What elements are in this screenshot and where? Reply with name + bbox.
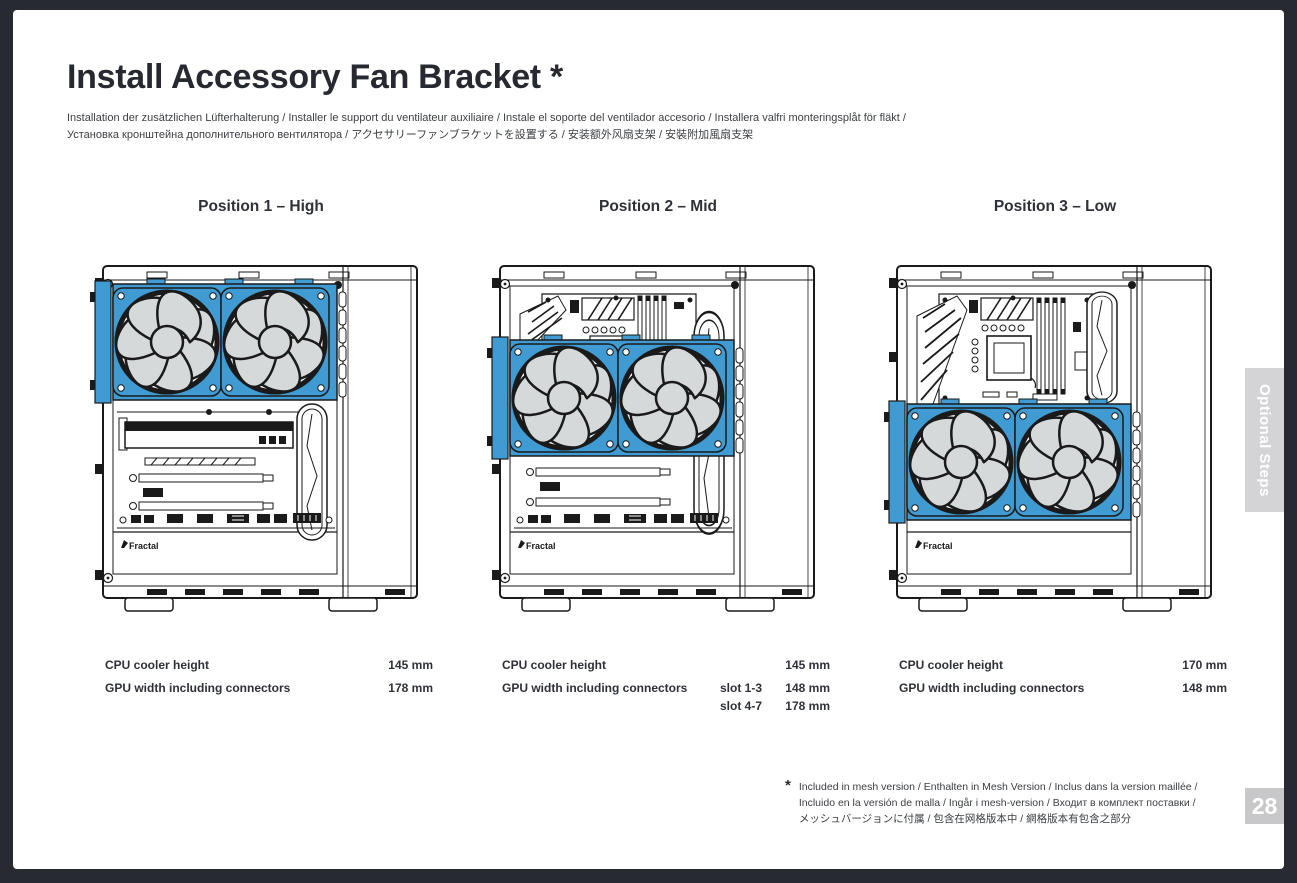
position-1-title: Position 1 – High (198, 198, 324, 215)
page-subtitle: Installation der zusätzlichen Lüfterhalt… (67, 110, 906, 144)
page-title: Install Accessory Fan Bracket * (67, 58, 563, 96)
side-tab-label: Optional Steps (1256, 383, 1273, 497)
position-1-section: Position 1 – High Fractal CPU cooler hei… (85, 198, 437, 722)
footnote-line-3: メッシュバージョンに付属 / 包含在网格版本中 / 網格版本有包含之部分 (798, 813, 1132, 825)
spec-row: GPU width including connectors 148 mm (899, 681, 1227, 695)
spec-label: GPU width including connectors (502, 681, 688, 695)
spec-value: 145 mm (388, 658, 433, 672)
position-columns: Position 1 – High Fractal CPU cooler hei… (85, 198, 1231, 722)
fractal-logo-text: Fractal (923, 541, 953, 551)
spec-row: CPU cooler height 145 mm (502, 658, 830, 672)
asterisk-marker: * (785, 777, 791, 794)
spec-value: 145 mm (785, 658, 830, 672)
position-3-title: Position 3 – Low (993, 198, 1117, 215)
spec-value: 148 mm (785, 681, 830, 695)
position-2-title: Position 2 – Mid (599, 198, 717, 215)
position-1-high-case-diagram: Fractal (89, 265, 418, 612)
footnote-line-1: Included in mesh version / Enthalten in … (798, 781, 1198, 793)
spec-row: CPU cooler height 170 mm (899, 658, 1227, 672)
fractal-logo-text: Fractal (526, 541, 556, 551)
spec-row: GPU width including connectors slot 1-3 … (502, 681, 830, 695)
spec-slot: slot 1-3 (719, 681, 762, 695)
spec-label: GPU width including connectors (105, 681, 291, 695)
position-3-section: Position 3 – Low Fractal CPU cooler heig… (879, 198, 1231, 722)
spec-label: CPU cooler height (899, 658, 1004, 672)
spec-label: GPU width including connectors (899, 681, 1085, 695)
subtitle-line-1: Installation der zusätzlichen Lüfterhalt… (67, 112, 906, 124)
position-2-mid-case-diagram: Fractal (486, 265, 815, 612)
spec-row: GPU width including connectors 178 mm (105, 681, 433, 695)
mesh-version-footnote: * Included in mesh version / Enthalten i… (785, 777, 1255, 827)
optional-steps-section-tab: Optional Steps (1245, 368, 1284, 512)
footnote-line-2: Incluido en la versión de malla / Ingår … (798, 797, 1196, 809)
spec-value: 178 mm (388, 681, 433, 695)
position-2-spec-table: CPU cooler height 145 mm GPU width inclu… (502, 658, 830, 713)
spec-value: 178 mm (785, 699, 830, 713)
spec-value: 170 mm (1182, 658, 1227, 672)
spec-slot: slot 4-7 (719, 699, 762, 713)
page-number: 28 (1245, 788, 1284, 824)
spec-row: CPU cooler height 145 mm (105, 658, 433, 672)
fractal-logo-text: Fractal (129, 541, 159, 551)
manual-page: Install Accessory Fan Bracket * Installa… (13, 10, 1284, 869)
spec-value: 148 mm (1182, 681, 1227, 695)
footnote-text: Included in mesh version / Enthalten in … (799, 779, 1198, 827)
position-3-low-case-diagram: Fractal (883, 265, 1212, 612)
position-3-spec-table: CPU cooler height 170 mm GPU width inclu… (899, 658, 1227, 695)
spec-label: CPU cooler height (105, 658, 210, 672)
spec-row: slot 4-7 178 mm (502, 699, 830, 713)
subtitle-line-2: Установка кронштейна дополнительного вен… (67, 129, 754, 141)
position-2-section: Position 2 – Mid Fractal CPU cooler heig… (482, 198, 834, 722)
spec-label: CPU cooler height (502, 658, 607, 672)
position-1-spec-table: CPU cooler height 145 mm GPU width inclu… (105, 658, 433, 695)
